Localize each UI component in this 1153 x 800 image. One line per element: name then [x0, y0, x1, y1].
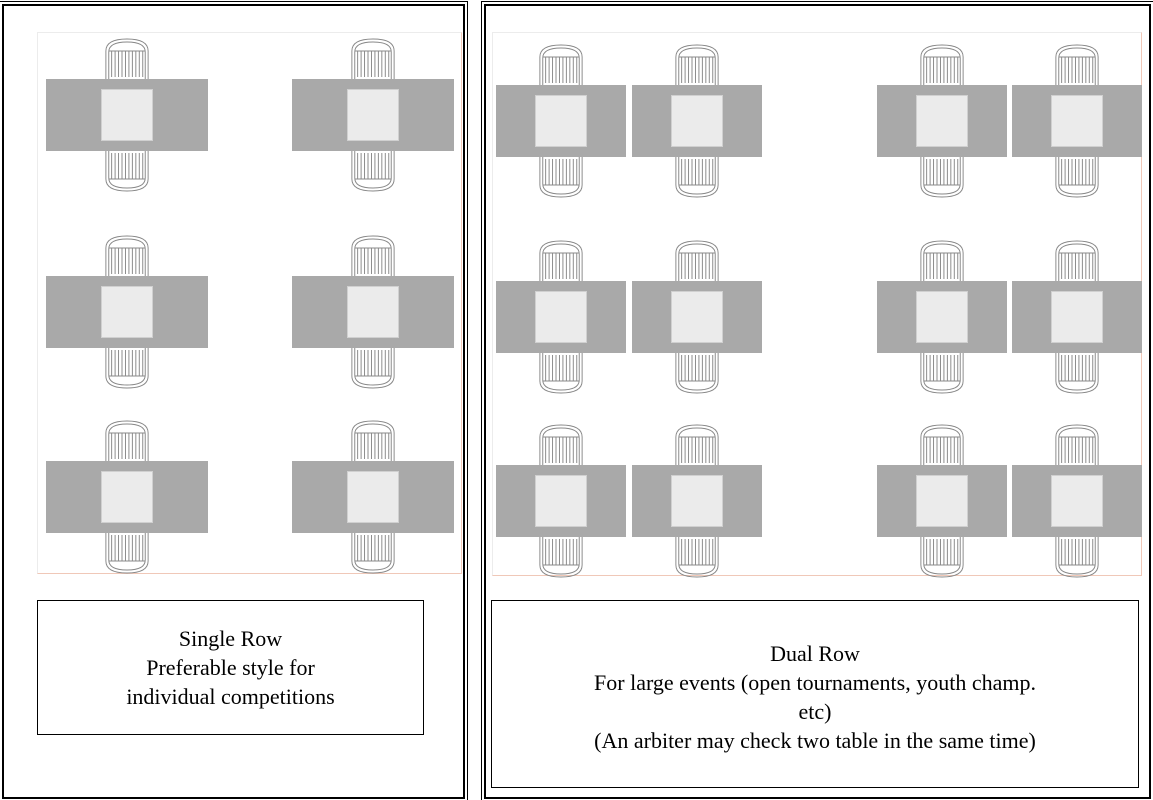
single-row-description-line-2: individual competitions	[126, 684, 335, 709]
chair-bottom-3	[105, 348, 149, 389]
single-row-panel: Single Row Preferable style for individu…	[0, 1, 468, 800]
chair-top-3	[105, 235, 149, 276]
chair-top-6	[351, 420, 395, 461]
dual-row-description-line-3: (An arbiter may check two table in the s…	[594, 728, 1036, 753]
chessboard-6	[347, 471, 399, 523]
chessboard-10	[671, 475, 723, 527]
chessboard-6	[671, 291, 723, 343]
chair-top-4	[351, 235, 395, 276]
single-row-caption: Single Row Preferable style for individu…	[37, 600, 424, 735]
chair-top-2	[675, 44, 719, 85]
chair-top-5	[105, 420, 149, 461]
chair-bottom-6	[351, 533, 395, 574]
chessboard-9	[535, 475, 587, 527]
chair-bottom-1	[105, 151, 149, 192]
chair-bottom-4	[351, 348, 395, 389]
chessboard-3	[101, 286, 153, 338]
dual-row-title: Dual Row	[770, 641, 860, 666]
chair-top-12	[1055, 424, 1099, 465]
chessboard-3	[916, 95, 968, 147]
chair-bottom-3	[920, 157, 964, 198]
chessboard-8	[1051, 291, 1103, 343]
chair-bottom-7	[920, 353, 964, 394]
chessboard-1	[101, 89, 153, 141]
chair-bottom-1	[539, 157, 583, 198]
chair-bottom-5	[105, 533, 149, 574]
chessboard-2	[347, 89, 399, 141]
chair-top-7	[920, 240, 964, 281]
chair-top-10	[675, 424, 719, 465]
chessboard-4	[1051, 95, 1103, 147]
single-row-description-line-1: Preferable style for	[146, 655, 315, 680]
single-row-diagram	[37, 32, 462, 574]
chair-bottom-9	[539, 537, 583, 578]
dual-row-description-line-2: etc)	[798, 699, 832, 724]
chair-bottom-8	[1055, 353, 1099, 394]
chair-bottom-10	[675, 537, 719, 578]
chair-top-9	[539, 424, 583, 465]
single-row-title: Single Row	[178, 626, 283, 651]
chair-bottom-2	[351, 151, 395, 192]
chessboard-7	[916, 291, 968, 343]
chair-bottom-12	[1055, 537, 1099, 578]
chessboard-5	[101, 471, 153, 523]
chair-bottom-2	[675, 157, 719, 198]
chair-top-5	[539, 240, 583, 281]
chair-top-1	[105, 38, 149, 79]
chair-top-2	[351, 38, 395, 79]
chessboard-1	[535, 95, 587, 147]
chair-top-4	[1055, 44, 1099, 85]
chair-top-6	[675, 240, 719, 281]
chessboard-5	[535, 291, 587, 343]
chair-top-3	[920, 44, 964, 85]
chessboard-4	[347, 286, 399, 338]
chessboard-11	[916, 475, 968, 527]
chair-top-1	[539, 44, 583, 85]
dual-row-diagram	[492, 32, 1142, 578]
dual-row-caption: Dual Row For large events (open tourname…	[491, 600, 1139, 788]
chair-top-8	[1055, 240, 1099, 281]
chair-top-11	[920, 424, 964, 465]
chair-bottom-6	[675, 353, 719, 394]
dual-row-panel: Dual Row For large events (open tourname…	[481, 1, 1153, 800]
chair-bottom-11	[920, 537, 964, 578]
dual-row-description-line-1: For large events (open tournaments, yout…	[594, 670, 1036, 695]
chessboard-12	[1051, 475, 1103, 527]
chair-bottom-4	[1055, 157, 1099, 198]
chessboard-2	[671, 95, 723, 147]
chair-bottom-5	[539, 353, 583, 394]
